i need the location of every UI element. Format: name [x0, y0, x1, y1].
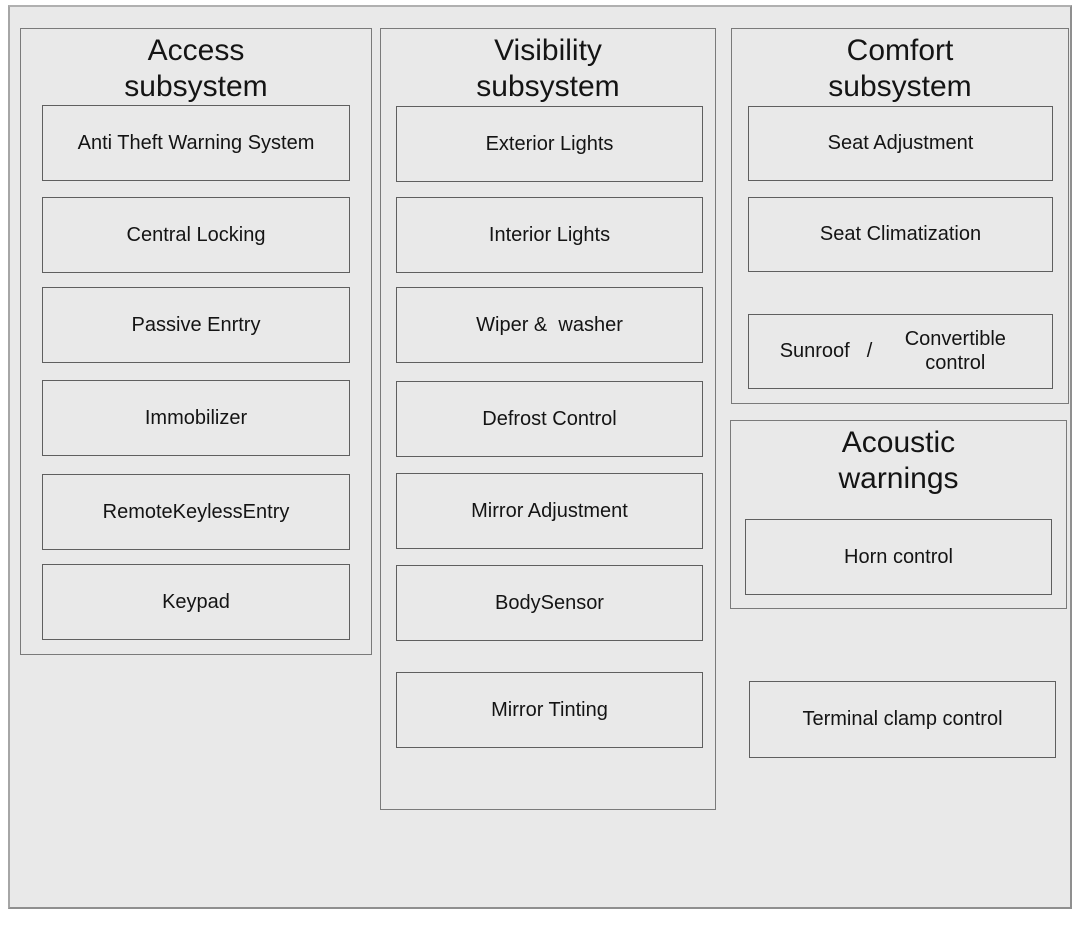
node-defrost-control: Defrost Control [396, 381, 703, 457]
node-label: Interior Lights [488, 223, 611, 246]
node-label: Seat Adjustment [827, 132, 974, 154]
node-label: Immobilizer [144, 406, 248, 429]
node-terminal-clamp-control: Terminal clamp control [749, 681, 1056, 758]
group-title-access: Access subsystem [124, 34, 268, 103]
node-label: Horn control [844, 545, 953, 568]
node-label: Wiper & washer [476, 313, 623, 336]
node-horn-control: Horn control [745, 519, 1052, 595]
node-label: Mirror Adjustment [471, 499, 628, 522]
group-title-visibility: Visibility subsystem [476, 34, 620, 103]
node-seat-adjustment: Seat Adjustment [748, 106, 1053, 181]
group-visibility-subsystem: Visibility subsystem Exterior Lights Int… [380, 28, 716, 810]
node-passive-entry: Passive Enrtry [42, 287, 350, 363]
node-interior-lights: Interior Lights [396, 197, 703, 273]
diagram-frame: Access subsystem Anti Theft Warning Syst… [8, 5, 1072, 909]
group-acoustic-warnings: Acoustic warnings Horn control [730, 420, 1067, 609]
node-label: Defrost Control [482, 407, 617, 430]
node-mirror-tinting: Mirror Tinting [396, 672, 703, 748]
node-label: Exterior Lights [485, 132, 614, 155]
group-comfort-subsystem: Comfort subsystem Seat Adjustment Seat C… [731, 28, 1069, 404]
node-label: Passive Enrtry [131, 313, 261, 336]
convertible-control-label: Convertible control [904, 327, 1006, 374]
node-label: BodySensor [495, 591, 604, 614]
node-anti-theft-warning-system: Anti Theft Warning System [42, 105, 350, 181]
node-remote-keyless-entry: RemoteKeylessEntry [42, 474, 350, 550]
group-title-comfort: Comfort subsystem [828, 34, 972, 103]
node-label: RemoteKeylessEntry [102, 500, 290, 523]
slash-separator: / [866, 340, 873, 362]
node-label: Keypad [162, 590, 230, 613]
node-immobilizer: Immobilizer [42, 380, 350, 456]
node-body-sensor: BodySensor [396, 565, 703, 641]
node-central-locking: Central Locking [42, 197, 350, 273]
node-label: Anti Theft Warning System [77, 131, 315, 154]
node-keypad: Keypad [42, 564, 350, 640]
node-label: Central Locking [126, 223, 266, 246]
node-label: Mirror Tinting [491, 698, 608, 721]
node-sunroof-convertible-control: Sunroof / Convertible control [748, 314, 1053, 389]
node-exterior-lights: Exterior Lights [396, 106, 703, 182]
group-access-subsystem: Access subsystem Anti Theft Warning Syst… [20, 28, 372, 655]
group-title-acoustic: Acoustic warnings [838, 426, 959, 495]
node-label: Seat Climatization [819, 223, 982, 245]
node-mirror-adjustment: Mirror Adjustment [396, 473, 703, 549]
sunroof-label: Sunroof [779, 340, 850, 362]
node-label: Terminal clamp control [802, 708, 1003, 730]
node-wiper-washer: Wiper & washer [396, 287, 703, 363]
node-seat-climatization: Seat Climatization [748, 197, 1053, 272]
